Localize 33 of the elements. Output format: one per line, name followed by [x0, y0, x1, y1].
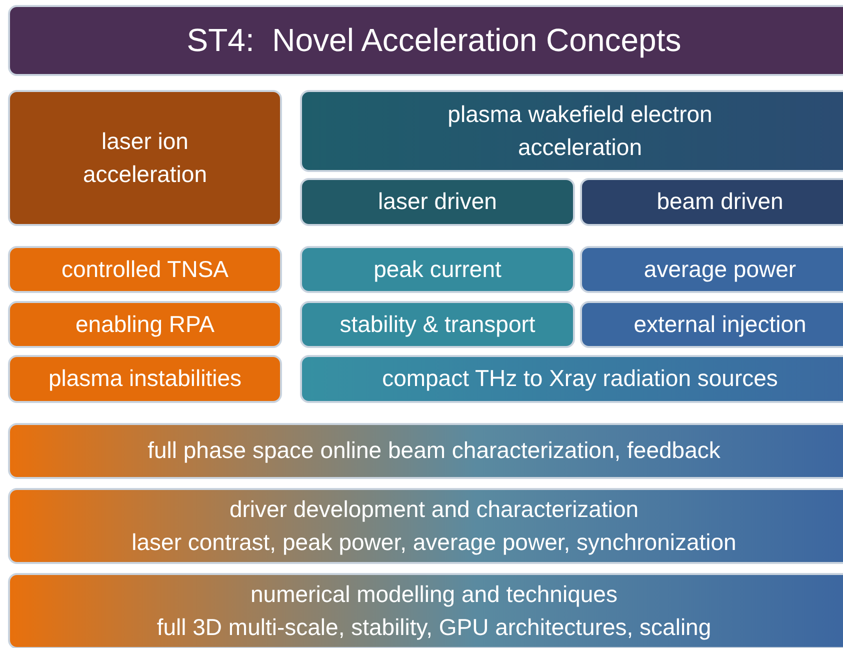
topic-label: full 3D multi-scale, stability, GPU architectures, scaling — [156, 613, 712, 642]
topic-box — [8, 488, 843, 564]
topic-label: peak current — [374, 254, 502, 284]
topic-label: external injection — [634, 310, 806, 339]
topic-label: laser contrast, peak power, average power, synchronization — [132, 528, 736, 557]
topic-box — [8, 573, 843, 648]
topic-box — [300, 178, 575, 226]
topic-box — [8, 90, 282, 226]
title-text: ST4: Novel Acceleration Concepts — [186, 21, 682, 60]
topic-label: enabling RPA — [76, 310, 214, 339]
topic-box — [8, 355, 282, 403]
topic-label: laser ion acceleration — [82, 126, 208, 189]
topic-label: compact THz to Xray radiation sources — [382, 364, 778, 394]
topic-label: controlled TNSA — [61, 254, 229, 284]
topic-label: stability & transport — [340, 310, 536, 339]
topic-box — [580, 246, 843, 293]
topic-box — [300, 246, 575, 293]
topic-box — [580, 301, 843, 348]
topic-label: plasma wakefield electron acceleration — [446, 100, 714, 162]
topic-box — [8, 423, 843, 479]
topic-box — [300, 90, 843, 172]
topic-label: driver development and characterization — [229, 494, 639, 524]
topic-box — [300, 301, 575, 348]
topic-label: full phase space online beam characterization, feedback — [148, 436, 720, 466]
topic-label: laser driven — [378, 187, 497, 216]
topic-box — [8, 301, 282, 348]
topic-box — [8, 246, 282, 293]
topic-label: beam driven — [656, 187, 784, 216]
topic-box — [580, 178, 843, 226]
topic-box — [300, 355, 843, 403]
topic-label: numerical modelling and techniques — [250, 580, 618, 609]
topic-label: plasma instabilities — [48, 364, 242, 394]
topic-label: average power — [644, 254, 796, 284]
